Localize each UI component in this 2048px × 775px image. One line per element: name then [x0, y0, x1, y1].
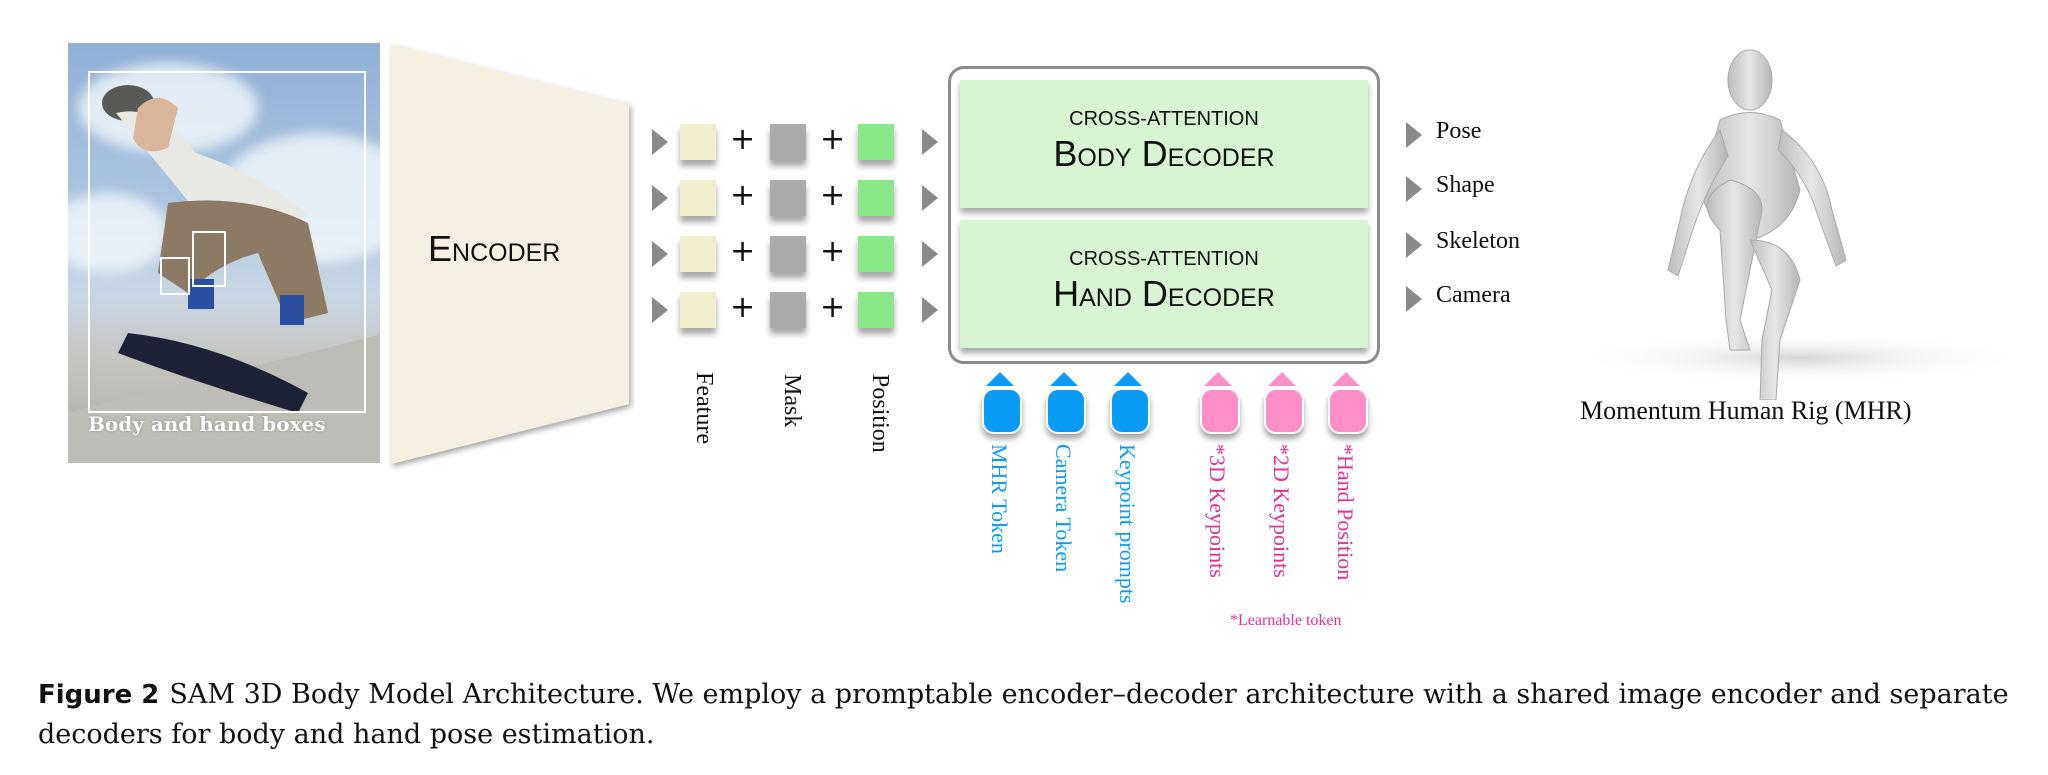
input-image: [68, 43, 380, 463]
to-decoder-arrow-icon: [922, 129, 938, 155]
learnable-token-note: *Learnable token: [1230, 612, 1342, 629]
prompt-token: [982, 388, 1022, 434]
prompt-token: [1328, 388, 1368, 434]
output-arrow-icon: [1406, 286, 1422, 312]
input-arrow-icon: [652, 129, 668, 155]
hand-decoder: CROSS-ATTENTION Hand Decoder: [960, 220, 1368, 348]
prompt-arrow-icon: [1114, 372, 1142, 386]
to-decoder-arrow-icon: [922, 185, 938, 211]
position-token: [858, 236, 894, 272]
body-decoder-name: Body Decoder: [1053, 133, 1275, 174]
plus-operator: +: [730, 290, 756, 325]
position-token: [858, 180, 894, 216]
prompt-token-label: *2D Keypoints: [1269, 444, 1294, 578]
feature-token: [680, 124, 716, 160]
prompt-token: [1046, 388, 1086, 434]
input-arrow-icon: [652, 297, 668, 323]
mask-token: [770, 180, 806, 216]
encoder-block: [391, 44, 629, 464]
body-decoder-kind: CROSS-ATTENTION: [1069, 108, 1259, 130]
decoder-container: [948, 66, 1380, 364]
body-bounding-box: [88, 71, 366, 413]
output-label-shape: Shape: [1436, 172, 1495, 198]
output-label-skeleton: Skeleton: [1436, 228, 1520, 254]
cloud: [68, 193, 168, 273]
plus-operator: +: [820, 234, 846, 269]
prompt-token: [1110, 388, 1150, 434]
hand-bounding-box: [160, 257, 190, 295]
output-arrow-icon: [1406, 122, 1422, 148]
prompt-token-label: *Hand Position: [1333, 444, 1358, 581]
mask-column-label: Mask: [779, 374, 805, 428]
caption-text: SAM 3D Body Model Architecture. We emplo…: [38, 679, 2009, 750]
mask-token: [770, 124, 806, 160]
hand-decoder-name: Hand Decoder: [1053, 273, 1275, 314]
output-label-pose: Pose: [1436, 118, 1482, 144]
prompt-arrow-icon: [1204, 372, 1232, 386]
prompt-token-label: MHR Token: [987, 444, 1012, 554]
plus-operator: +: [820, 290, 846, 325]
prompt-arrow-icon: [1268, 372, 1296, 386]
to-decoder-arrow-icon: [922, 241, 938, 267]
to-decoder-arrow-icon: [922, 297, 938, 323]
prompt-arrow-icon: [986, 372, 1014, 386]
position-token: [858, 124, 894, 160]
output-label-camera: Camera: [1436, 282, 1511, 308]
prompt-token: [1200, 388, 1240, 434]
prompt-token-label: Camera Token: [1051, 444, 1076, 573]
prompt-token-label: Keypoint prompts: [1115, 444, 1140, 604]
plus-operator: +: [730, 122, 756, 157]
prompt-arrow-icon: [1332, 372, 1360, 386]
input-arrow-icon: [652, 185, 668, 211]
plus-operator: +: [820, 122, 846, 157]
prompt-arrow-icon: [1050, 372, 1078, 386]
plus-operator: +: [820, 178, 846, 213]
mhr-label: Momentum Human Rig (MHR): [1580, 396, 1912, 425]
feature-column-label: Feature: [691, 372, 717, 444]
encoder-label: Encoder: [428, 228, 561, 269]
mask-token: [770, 236, 806, 272]
plus-operator: +: [730, 178, 756, 213]
feature-token: [680, 180, 716, 216]
figure-number: Figure 2: [38, 680, 160, 710]
output-arrow-icon: [1406, 232, 1422, 258]
input-image-caption: Body and hand boxes: [88, 412, 326, 436]
prompt-token: [1264, 388, 1304, 434]
mask-token: [770, 292, 806, 328]
body-decoder: CROSS-ATTENTION Body Decoder: [960, 80, 1368, 208]
feature-token: [680, 236, 716, 272]
mhr-mesh-render: [1570, 49, 2030, 400]
prompt-token-label: *3D Keypoints: [1205, 444, 1230, 578]
feature-token: [680, 292, 716, 328]
hand-bounding-box: [192, 231, 226, 287]
plus-operator: +: [730, 234, 756, 269]
position-token: [858, 292, 894, 328]
position-column-label: Position: [867, 374, 893, 453]
input-arrow-icon: [652, 241, 668, 267]
hand-decoder-kind: CROSS-ATTENTION: [1069, 248, 1259, 270]
output-arrow-icon: [1406, 176, 1422, 202]
